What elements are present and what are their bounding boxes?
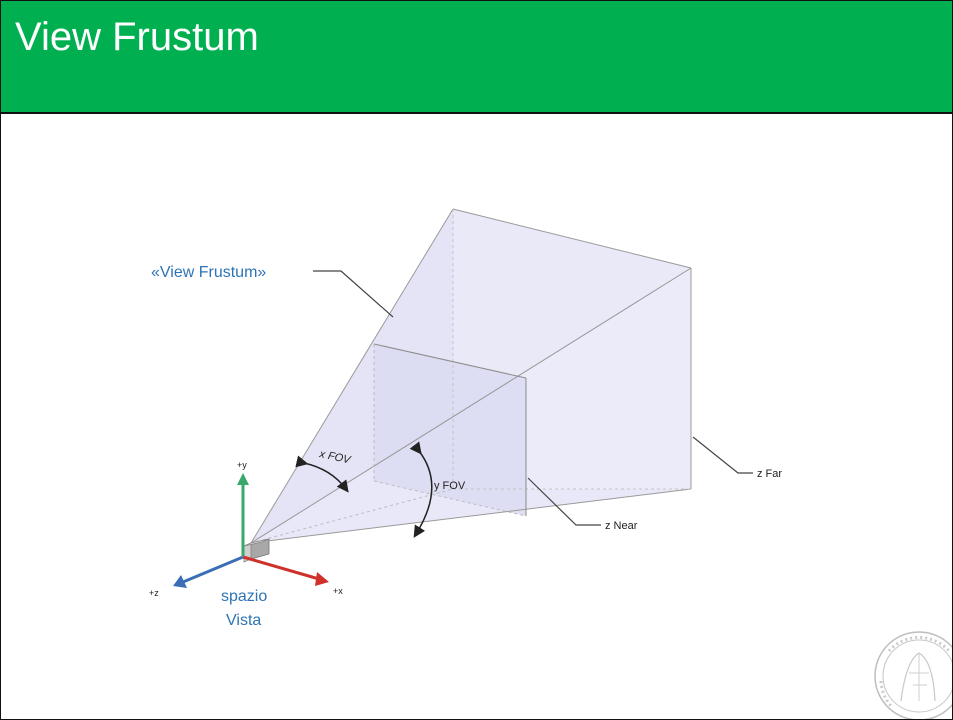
z-far-leader-line [692,436,753,474]
space-label-line1: spazio [221,588,267,605]
university-seal-icon [874,631,952,719]
slide-title: View Frustum [15,15,259,59]
x-fov-arc [295,455,349,493]
y-fov-label: y FOV [434,480,466,492]
axis-z-arrow [182,555,244,584]
axis-z-label: +z [149,588,159,598]
frustum-label: «View Frustum» [151,264,266,281]
axis-y-label: +y [237,460,247,470]
axis-x-label: +x [333,586,343,596]
title-bar: View Frustum [1,1,952,114]
view-space-axes [173,473,329,588]
z-near-label: z Near [605,520,638,532]
z-near-leader-line [527,477,601,526]
frustum [250,208,692,544]
y-fov-arc [409,441,433,538]
frustum-leader-line [313,270,394,318]
space-label-line2: Vista [226,612,261,629]
axis-x-arrow [242,555,320,581]
z-far-label: z Far [757,468,782,480]
